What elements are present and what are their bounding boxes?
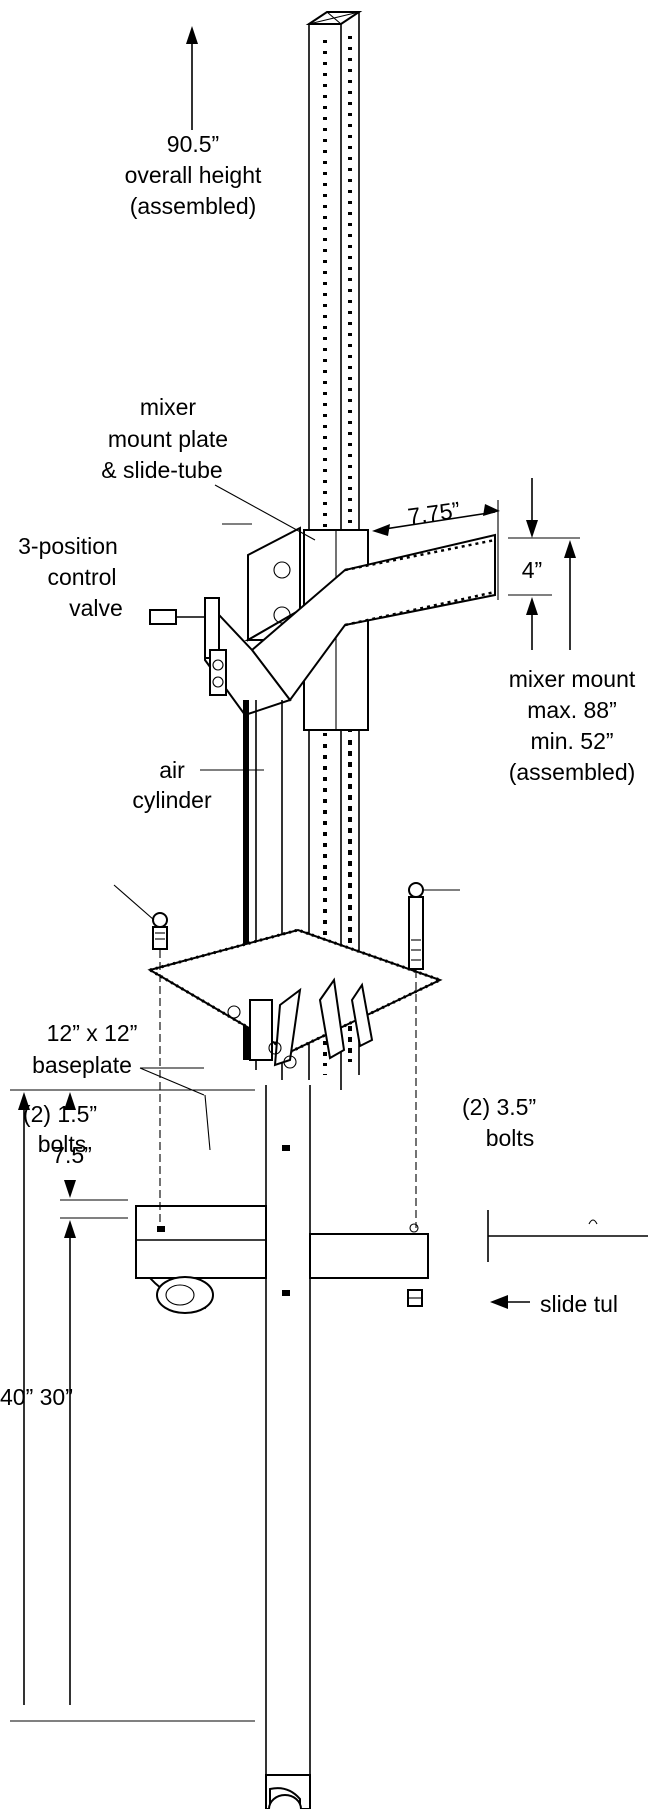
baseplate-label-2: baseplate	[32, 1052, 132, 1078]
base-tube	[135, 1205, 648, 1279]
mount-plate-label-3: & slide-tube	[101, 457, 222, 483]
mount-plate-slide-tube	[204, 526, 496, 1060]
vertical-post	[265, 1085, 311, 1809]
bolts-long-label-1: (2) 3.5”	[462, 1094, 536, 1120]
mixer-mount-label-1: mixer mount	[509, 666, 636, 692]
valve-label-3: valve	[69, 595, 123, 621]
overall-height-value: 90.5”	[167, 131, 219, 157]
bolts	[152, 882, 424, 1307]
caster-wheels	[147, 1276, 302, 1809]
mixer-mount-label-3: min. 52”	[530, 728, 613, 754]
bolts-short-label-1: (2) 1.5”	[23, 1101, 97, 1127]
slide-tube-label: slide tul	[540, 1291, 618, 1317]
overall-height-note: (assembled)	[130, 193, 257, 219]
bolts-long-label-2: bolts	[486, 1125, 535, 1151]
valve-label-2: control	[47, 564, 116, 590]
valve-label-1: 3-position	[18, 533, 118, 559]
baseplate	[146, 928, 444, 1069]
dimension-7-5-label: 7.5”	[52, 1142, 92, 1168]
text-labels: 90.5” overall height (assembled) mixer m…	[0, 131, 636, 1410]
dimension-lines	[10, 26, 580, 1722]
mount-plate-label-2: mount plate	[108, 426, 228, 452]
baseplate-label-1: 12” x 12”	[47, 1020, 138, 1046]
arm-length-label: 7.75”	[406, 497, 462, 530]
overall-height-text: overall height	[125, 162, 262, 188]
mixer-mount-label-4: (assembled)	[509, 759, 636, 785]
mixer-mount-label-2: max. 88”	[527, 697, 616, 723]
mount-plate-label-1: mixer	[140, 394, 197, 420]
control-valve	[149, 597, 227, 696]
air-cylinder-label-1: air	[159, 757, 185, 783]
dimension-40-30-label: 40” 30”	[0, 1384, 73, 1410]
bolts-short-label-2: bolts	[38, 1131, 87, 1157]
plate-height-label: 4”	[522, 557, 542, 583]
air-cylinder-label-2: cylinder	[132, 787, 212, 813]
